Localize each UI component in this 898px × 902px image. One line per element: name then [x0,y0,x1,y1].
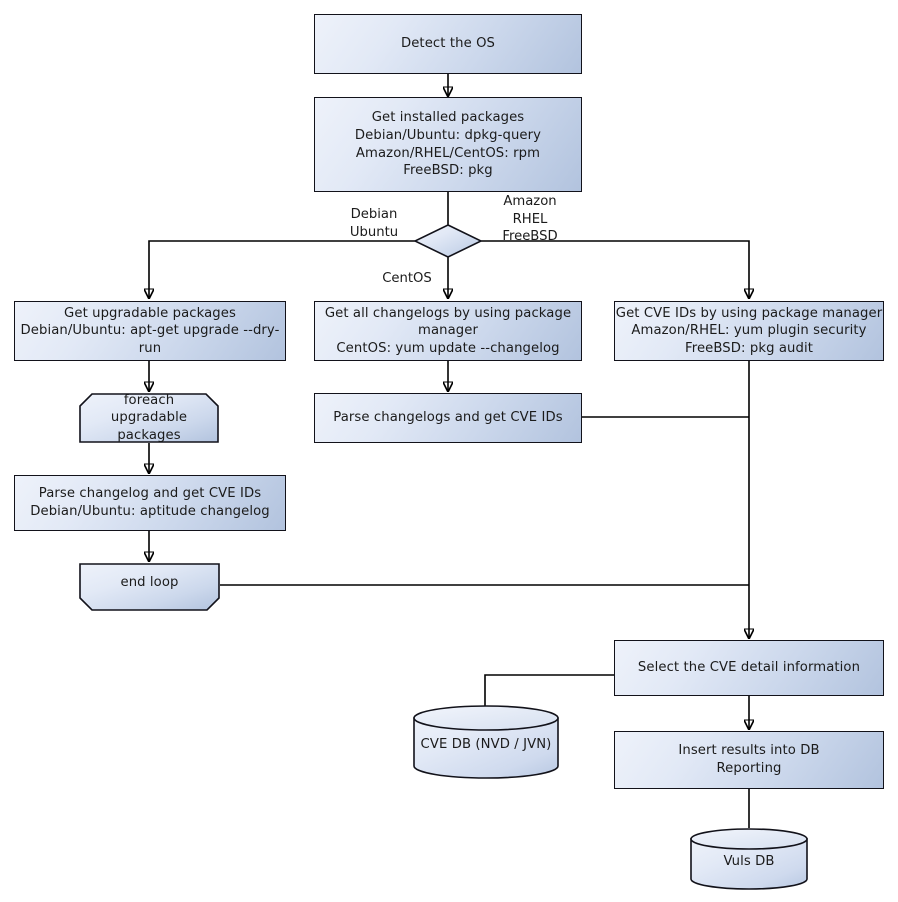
edge-label-amazon-rhel-freebsd-text: Amazon RHEL FreeBSD [502,194,558,245]
node-parse-changelog-single-label: Parse changelog and get CVE IDs Debian/U… [30,486,270,519]
node-get-upgradable-packages-label: Get upgradable packages Debian/Ubuntu: a… [20,305,280,356]
edge-label-amazon-rhel-freebsd: Amazon RHEL FreeBSD [490,193,570,246]
node-foreach-loop-label: foreach upgradable packages [110,392,188,443]
node-get-cve-ids-label: Get CVE IDs by using package manager Ama… [615,305,883,356]
node-insert-results[interactable]: Insert results into DB Reporting [614,731,884,789]
edge-label-debian-ubuntu-text: Debian Ubuntu [349,207,399,240]
node-parse-changelog-single[interactable]: Parse changelog and get CVE IDs Debian/U… [14,475,286,531]
node-foreach-loop[interactable]: foreach upgradable packages [79,393,219,443]
node-get-installed-packages[interactable]: Get installed packages Debian/Ubuntu: dp… [314,97,582,192]
node-get-upgradable-packages[interactable]: Get upgradable packages Debian/Ubuntu: a… [14,301,286,361]
loop-end-shape [79,563,220,611]
diamond-shape [414,224,482,258]
node-end-loop[interactable]: end loop [79,563,220,611]
edge-decision-to-cveids [481,240,749,298]
node-detect-os-label: Detect the OS [400,36,496,52]
node-vuls-db-label: Vuls DB [723,854,775,870]
database-cylinder-shape [413,705,559,779]
node-end-loop-label: end loop [120,574,179,590]
node-get-all-changelogs[interactable]: Get all changelogs by using package mana… [314,301,582,361]
node-os-decision[interactable] [414,224,482,258]
edge-label-centos-text: CentOS [382,271,432,286]
node-get-cve-ids[interactable]: Get CVE IDs by using package manager Ama… [614,301,884,361]
loop-start-shape [79,393,219,443]
node-cve-db-label: CVE DB (NVD / JVN) [420,737,552,753]
node-select-cve-detail[interactable]: Select the CVE detail information [614,640,884,696]
node-get-all-changelogs-label: Get all changelogs by using package mana… [324,305,572,356]
node-insert-results-label: Insert results into DB Reporting [678,743,820,776]
node-parse-changelogs-label: Parse changelogs and get CVE IDs [333,410,563,426]
node-get-installed-packages-label: Get installed packages Debian/Ubuntu: dp… [354,110,542,179]
edge-decision-to-upgradable [149,240,415,298]
database-cylinder-shape [690,828,808,890]
edge-label-centos: CentOS [379,270,435,288]
node-select-cve-detail-label: Select the CVE detail information [637,660,861,676]
node-cve-db[interactable]: CVE DB (NVD / JVN) [413,705,559,779]
node-parse-changelogs[interactable]: Parse changelogs and get CVE IDs [314,393,582,443]
edge-cvedb-to-select [484,674,614,707]
edge-label-debian-ubuntu: Debian Ubuntu [336,206,412,241]
node-vuls-db[interactable]: Vuls DB [690,828,808,890]
node-detect-os[interactable]: Detect the OS [314,14,582,74]
